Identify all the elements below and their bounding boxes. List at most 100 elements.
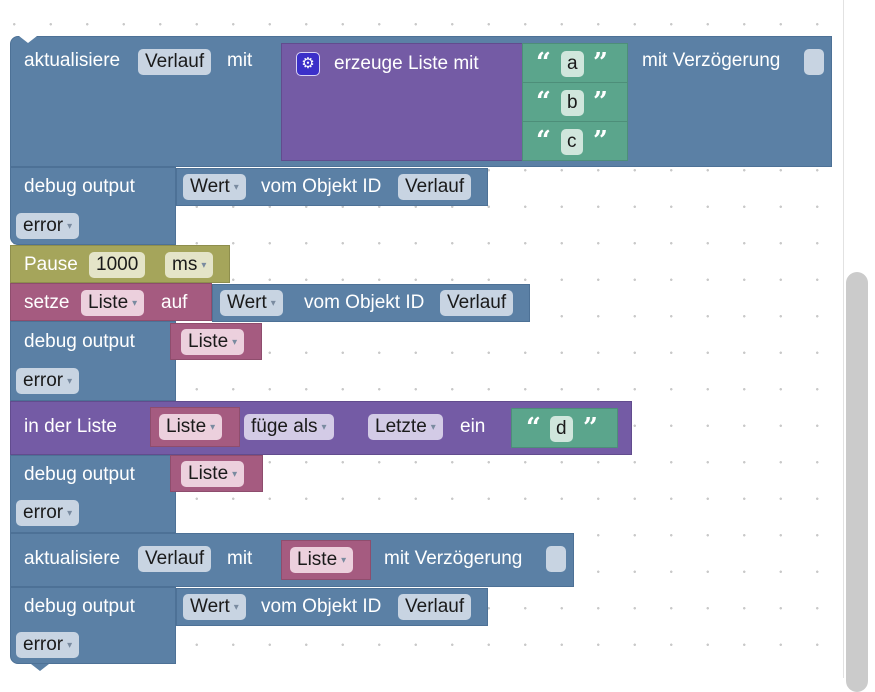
variable-get-block-3[interactable]: Liste▾	[170, 455, 263, 492]
variable-name: Liste	[88, 292, 129, 313]
open-quote-icon: “	[536, 126, 551, 156]
set-variable-block[interactable]: setze Liste▾ auf	[10, 283, 212, 321]
debug-label: debug output	[24, 596, 135, 617]
delay-label: mit Verzögerung	[384, 548, 523, 569]
object-id-field[interactable]: Verlauf	[398, 174, 472, 200]
get-value-block-2[interactable]: Wert▾ vom Objekt ID Verlauf	[212, 284, 530, 322]
text-field-b[interactable]: b	[561, 90, 584, 116]
log-level-dropdown[interactable]: error▾	[16, 213, 80, 239]
close-quote-icon: ”	[593, 48, 608, 78]
text-block-c[interactable]: “ c ”	[522, 121, 628, 161]
dropdown-arrow-icon: ▾	[341, 555, 347, 566]
insert-suffix-label: ein	[460, 416, 486, 437]
vertical-scrollbar[interactable]	[846, 272, 868, 692]
debug-block-2[interactable]: debug output error▾	[10, 321, 176, 401]
variable-name: Liste	[166, 416, 207, 437]
variable-dropdown[interactable]: Liste▾	[81, 290, 145, 316]
open-quote-icon: “	[536, 48, 551, 78]
debug-block-1[interactable]: debug output error▾	[10, 167, 176, 245]
dropdown-arrow-icon: ▾	[430, 422, 436, 433]
debug-block-4[interactable]: debug output error▾	[10, 587, 176, 664]
dropdown-arrow-icon: ▾	[67, 376, 73, 387]
dropdown-arrow-icon: ▾	[233, 602, 239, 613]
value-dropdown[interactable]: Wert▾	[183, 594, 246, 620]
variable-get-block-1[interactable]: Liste▾	[170, 323, 262, 360]
workspace-border	[843, 0, 844, 678]
of-object-label: vom Objekt ID	[304, 292, 425, 313]
position-dropdown[interactable]: Letzte▾	[368, 414, 443, 440]
log-level-dropdown[interactable]: error▾	[16, 368, 80, 394]
variable-name: Liste	[188, 331, 229, 352]
log-level-value: error	[23, 370, 64, 391]
position-value: Letzte	[375, 416, 427, 437]
text-block-b[interactable]: “ b ”	[522, 82, 628, 122]
gear-icon[interactable]: ⚙	[296, 52, 320, 76]
variable-name: Liste	[188, 463, 229, 484]
pause-label: Pause	[24, 254, 78, 275]
value-dropdown[interactable]: Wert▾	[183, 174, 246, 200]
variable-dropdown[interactable]: Liste▾	[290, 547, 354, 573]
update-label: aktualisiere	[24, 548, 121, 569]
dropdown-arrow-icon: ▾	[270, 298, 276, 309]
of-object-label: vom Objekt ID	[261, 176, 382, 197]
log-level-dropdown[interactable]: error▾	[16, 500, 80, 526]
with-label: mit	[227, 50, 253, 71]
dropdown-arrow-icon: ▾	[210, 422, 216, 433]
object-id-field[interactable]: Verlauf	[138, 49, 212, 75]
create-list-block[interactable]: ⚙ erzeuge Liste mit	[281, 43, 525, 161]
debug-label: debug output	[24, 176, 135, 197]
variable-dropdown[interactable]: Liste▾	[159, 414, 223, 440]
dropdown-arrow-icon: ▾	[67, 221, 73, 232]
mode-value: füge als	[251, 416, 318, 437]
log-level-value: error	[23, 215, 64, 236]
variable-dropdown[interactable]: Liste▾	[181, 461, 245, 487]
open-quote-icon: “	[526, 413, 541, 443]
delay-checkbox[interactable]	[804, 49, 824, 75]
value-dropdown-label: Wert	[190, 176, 230, 197]
of-object-label: vom Objekt ID	[261, 596, 382, 617]
log-level-dropdown[interactable]: error▾	[16, 632, 80, 658]
to-label: auf	[161, 292, 188, 313]
text-field-d[interactable]: d	[550, 416, 573, 442]
dropdown-arrow-icon: ▾	[232, 337, 238, 348]
pause-block[interactable]: Pause 1000 ms▾	[10, 245, 230, 283]
variable-dropdown[interactable]: Liste▾	[181, 329, 245, 355]
value-dropdown-label: Wert	[227, 292, 267, 313]
get-value-block-3[interactable]: Wert▾ vom Objekt ID Verlauf	[176, 588, 488, 626]
debug-label: debug output	[24, 331, 135, 352]
dropdown-arrow-icon: ▾	[67, 508, 73, 519]
create-list-label: erzeuge Liste mit	[334, 53, 479, 74]
text-block-d[interactable]: “ d ”	[511, 408, 618, 448]
text-block-a[interactable]: “ a ”	[522, 43, 628, 83]
unit-dropdown[interactable]: ms▾	[165, 252, 214, 278]
with-label: mit	[227, 548, 253, 569]
log-level-value: error	[23, 634, 64, 655]
log-level-value: error	[23, 502, 64, 523]
mode-dropdown[interactable]: füge als▾	[244, 414, 334, 440]
close-quote-icon: ”	[593, 87, 608, 117]
text-field-c[interactable]: c	[561, 129, 583, 155]
object-id-field[interactable]: Verlauf	[440, 290, 514, 316]
value-dropdown-label: Wert	[190, 596, 230, 617]
variable-name: Liste	[297, 549, 338, 570]
update-label: aktualisiere	[24, 50, 121, 71]
close-quote-icon: ”	[593, 126, 608, 156]
variable-get-block-2[interactable]: Liste▾	[150, 407, 240, 447]
text-field-a[interactable]: a	[561, 51, 584, 77]
dropdown-arrow-icon: ▾	[67, 640, 73, 651]
set-label: setze	[24, 292, 70, 313]
debug-block-3[interactable]: debug output error▾	[10, 455, 176, 533]
object-id-field[interactable]: Verlauf	[398, 594, 472, 620]
dropdown-arrow-icon: ▾	[321, 422, 327, 433]
value-dropdown[interactable]: Wert▾	[220, 290, 283, 316]
variable-get-block-4[interactable]: Liste▾	[281, 540, 371, 580]
get-value-block-1[interactable]: Wert▾ vom Objekt ID Verlauf	[176, 168, 488, 206]
in-list-label: in der Liste	[24, 416, 117, 437]
dropdown-arrow-icon: ▾	[232, 469, 238, 480]
delay-checkbox[interactable]	[546, 546, 566, 572]
unit-value: ms	[172, 254, 198, 275]
delay-label: mit Verzögerung	[642, 50, 781, 71]
pause-value-field[interactable]: 1000	[89, 252, 146, 278]
debug-label: debug output	[24, 464, 135, 485]
object-id-field[interactable]: Verlauf	[138, 546, 212, 572]
